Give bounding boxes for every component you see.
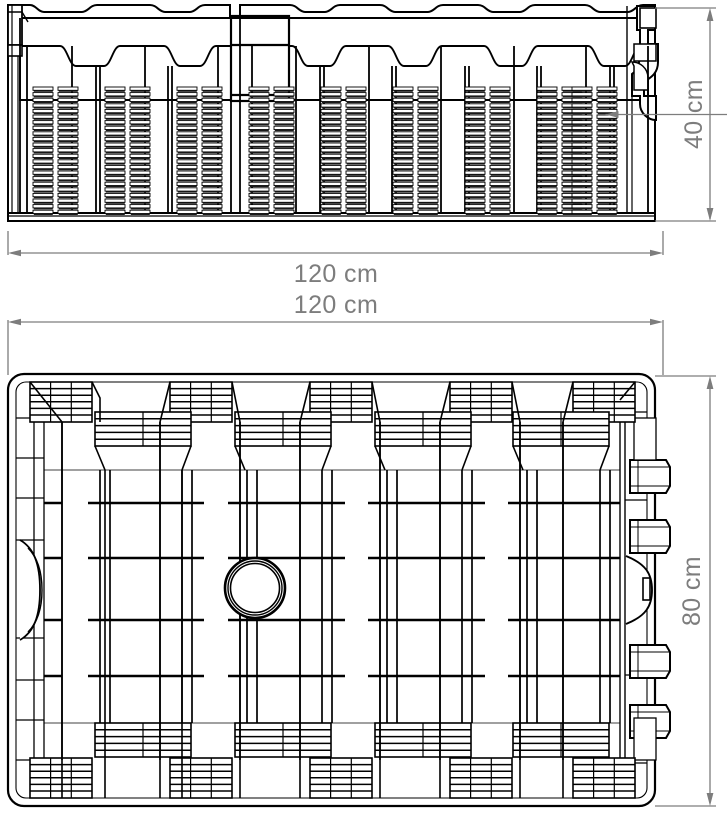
plan-vertical-ribs	[61, 422, 611, 760]
plan-cross-ribs	[44, 501, 620, 678]
side-elevation-view	[7, 4, 659, 222]
plan-right-wall	[619, 382, 671, 798]
plan-width-dimension: 120 cm	[7, 291, 664, 375]
grip-lug	[629, 459, 671, 494]
elevation-top-profile	[7, 4, 656, 19]
elevation-width-dimension-label: 120 cm	[294, 260, 378, 288]
plan-left-wall	[16, 382, 45, 798]
plan-width-dimension-label: 120 cm	[294, 291, 378, 319]
plan-depth-dimension: 80 cm	[655, 375, 716, 807]
height-dimension: 40 cm	[605, 7, 727, 222]
height-dimension-label: 40 cm	[680, 79, 708, 149]
top-plan-view	[6, 372, 671, 808]
plan-depth-dimension-label: 80 cm	[678, 556, 706, 626]
plan-center-drain-hole	[223, 556, 287, 620]
grip-lug	[629, 519, 671, 554]
elevation-rib-top-wave	[19, 45, 649, 101]
elevation-width-dimension: 120 cm	[7, 231, 664, 288]
grip-lug	[629, 644, 671, 679]
plan-band-lines	[44, 469, 620, 724]
elevation-left-end-detail	[7, 4, 29, 213]
